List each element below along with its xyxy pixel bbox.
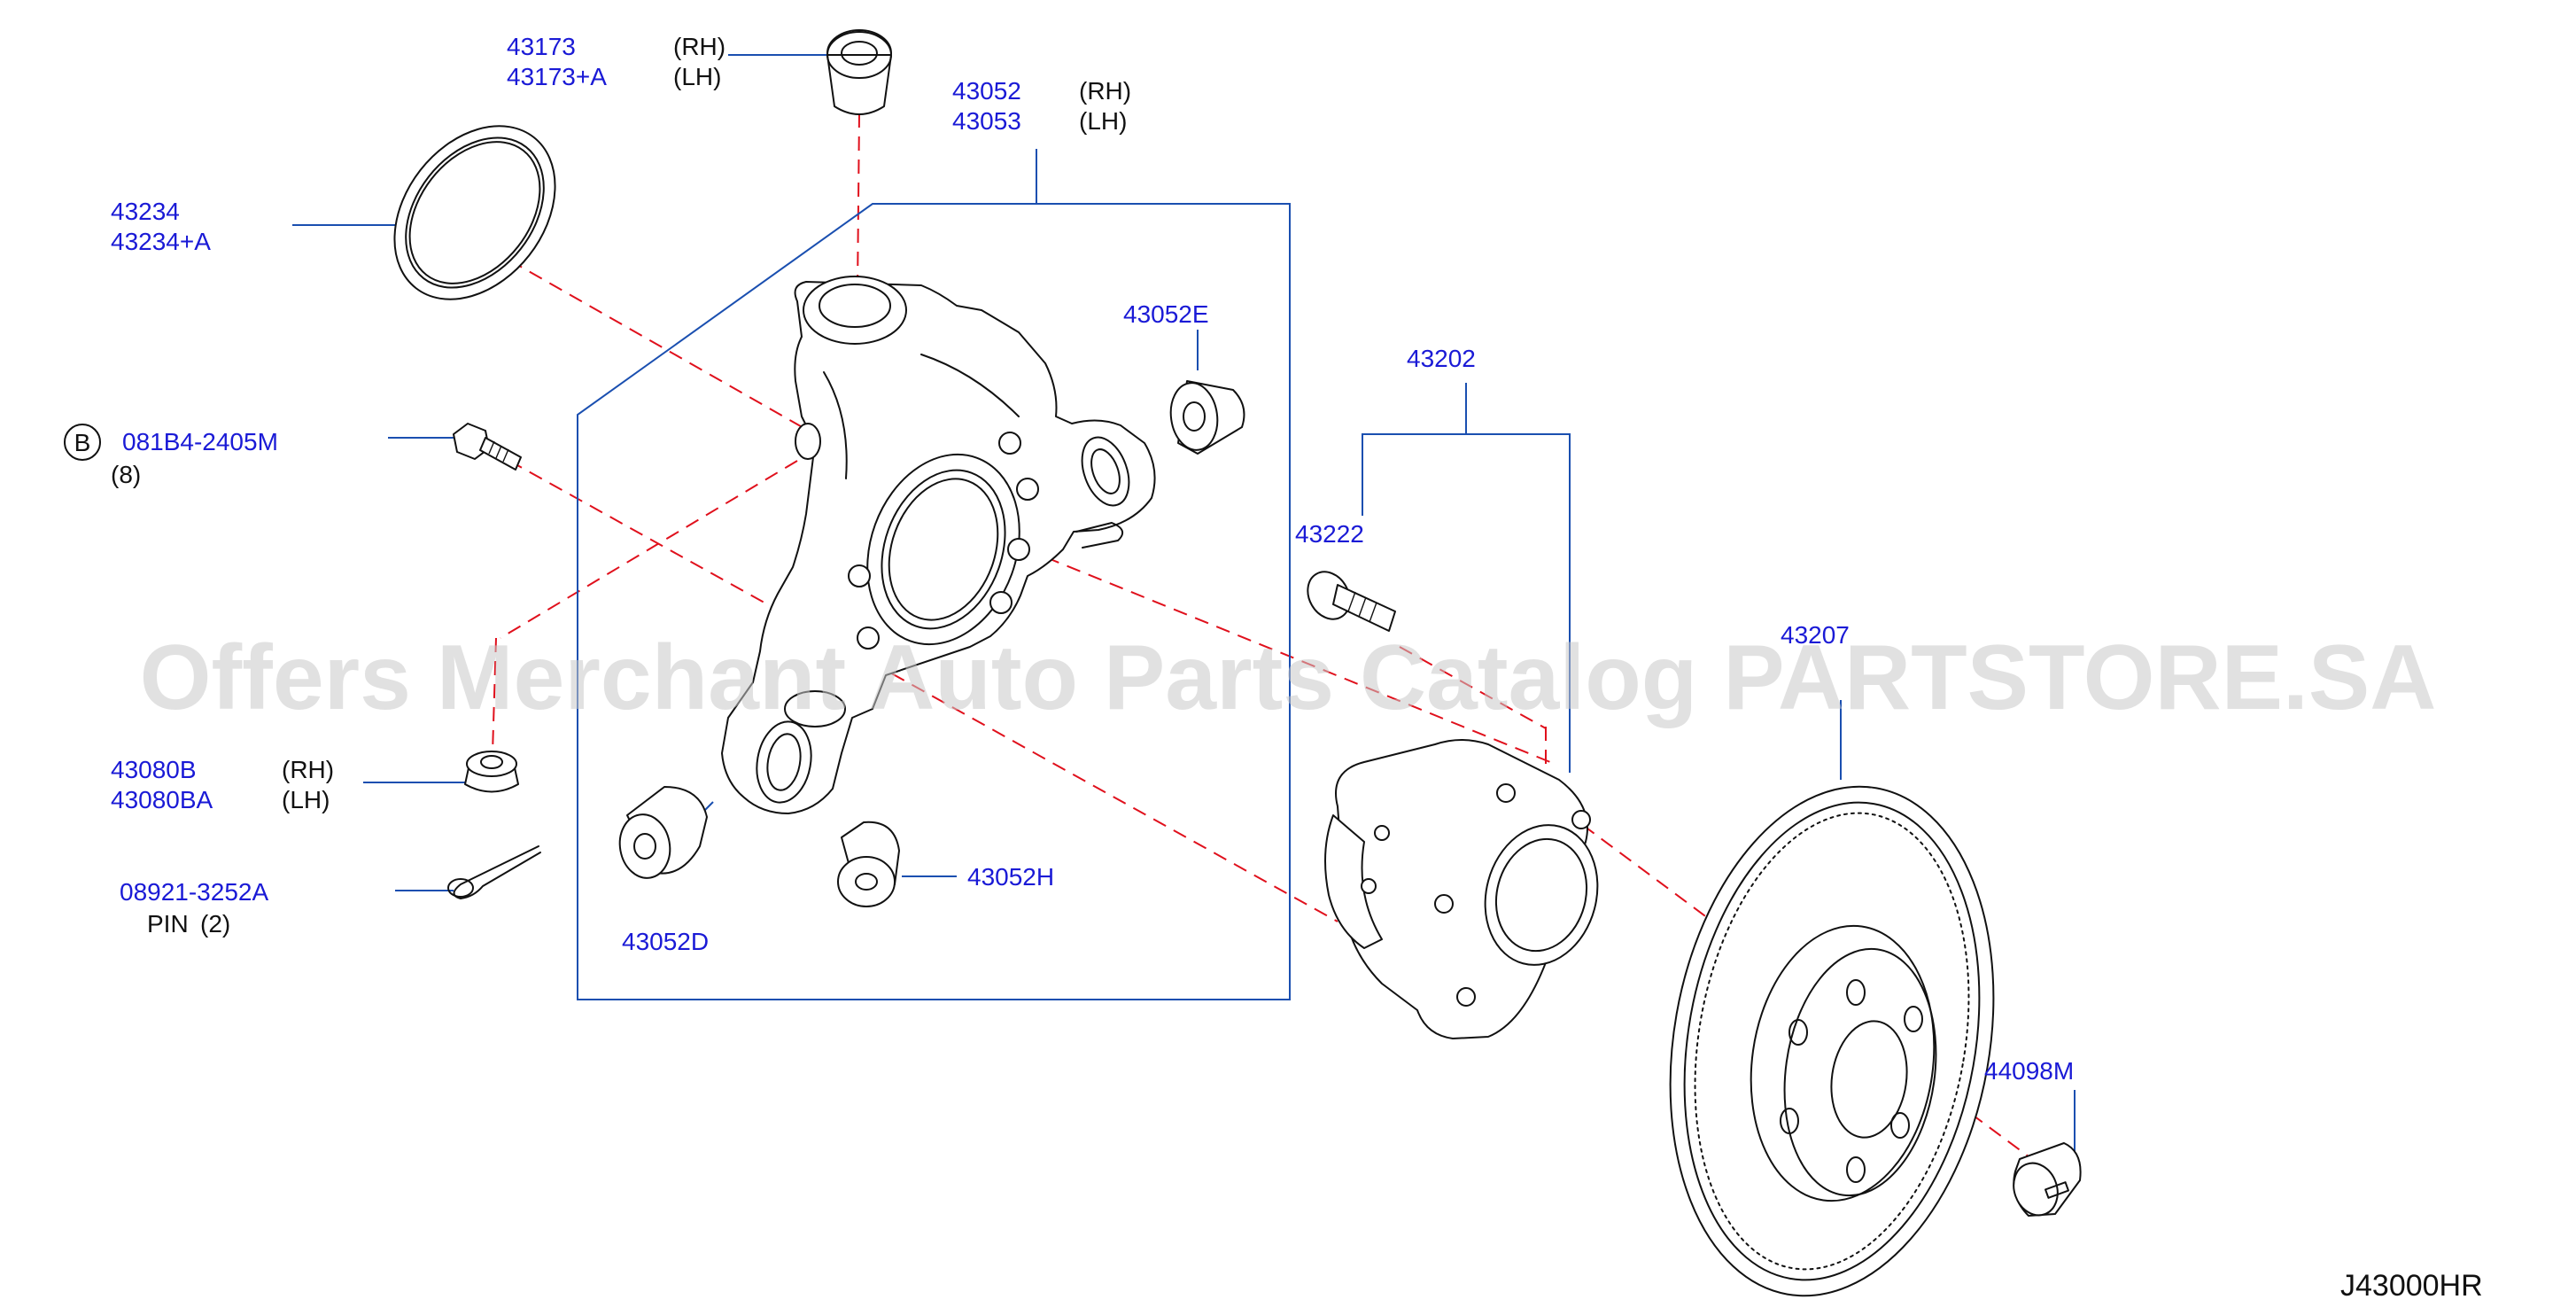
bolt-ref-circle: [64, 424, 101, 461]
hub-bolt-43222: [1307, 571, 1396, 632]
label-bolt-ref: B: [74, 429, 91, 456]
label-43080ba: 43080BA: [111, 786, 213, 813]
label-08921: 08921-3252A: [120, 878, 268, 906]
hub-assembly-43202: [1324, 739, 1599, 1039]
label-lh-43173a: (LH): [673, 63, 721, 90]
label-qty-2: (2): [200, 910, 230, 938]
label-pin: PIN: [147, 910, 189, 938]
label-lh-43080ba: (LH): [282, 786, 330, 813]
label-rh-43173: (RH): [673, 33, 725, 60]
label-43173: 43173: [507, 33, 576, 60]
label-43222: 43222: [1295, 520, 1364, 548]
label-qty-8: (8): [111, 461, 141, 488]
label-43052e: 43052E: [1123, 300, 1209, 328]
bushing-43173: [826, 29, 892, 115]
label-43052: 43052: [952, 77, 1021, 105]
bushing-43052h: [837, 821, 900, 907]
cotter-pin-08921: [447, 845, 541, 899]
plug-44098m: [2013, 1142, 2082, 1217]
bushing-43052e: [1169, 380, 1245, 455]
label-43234: 43234: [111, 198, 180, 225]
bushing-43052d: [618, 786, 708, 879]
diagram-code: J43000HR: [2340, 1269, 2483, 1303]
disc-rotor-43207: [1669, 785, 1995, 1297]
knuckle-43052: [721, 276, 1156, 814]
leader-lines: [292, 54, 2076, 1152]
bolt-081b4: [453, 423, 522, 471]
label-43173a: 43173+A: [507, 63, 607, 90]
label-43207: 43207: [1781, 621, 1850, 649]
label-43053: 43053: [952, 107, 1021, 135]
label-43052d: 43052D: [622, 928, 709, 955]
label-43052h: 43052H: [967, 863, 1054, 891]
label-081b4: 081B4-2405M: [122, 428, 278, 455]
label-43080b: 43080B: [111, 756, 197, 783]
seal-ring-43234: [393, 125, 556, 300]
watermark: Offers Merchant Auto Parts Catalog PARTS…: [140, 626, 2437, 729]
label-rh-43052: (RH): [1079, 77, 1131, 105]
label-rh-43080b: (RH): [282, 756, 334, 783]
part-labels: 43173 43173+A (RH) (LH) 43052 43053 (RH)…: [64, 33, 2483, 1303]
nut-43080b: [464, 751, 519, 793]
label-43234a: 43234+A: [111, 228, 211, 255]
label-lh-43053: (LH): [1079, 107, 1127, 135]
label-44098m: 44098M: [1984, 1057, 2074, 1085]
label-43202: 43202: [1407, 345, 1476, 372]
